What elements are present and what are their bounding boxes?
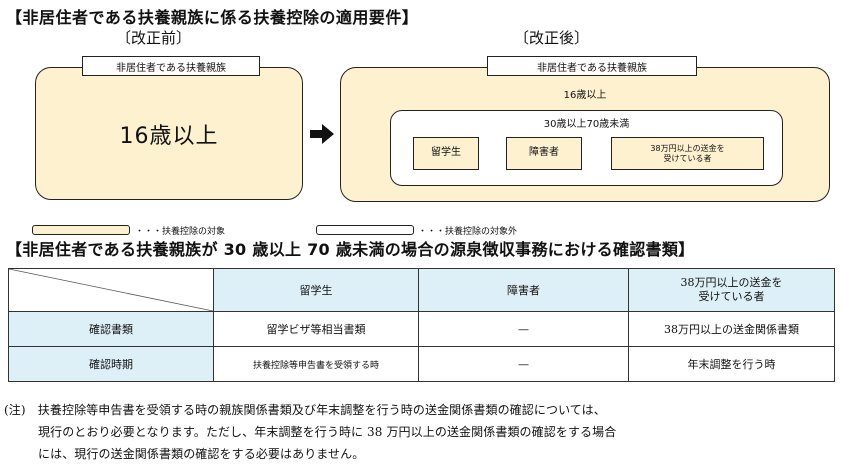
table-corner-cell (8, 268, 214, 312)
before-age: 16歳以上 (119, 124, 219, 149)
table-cell: 38万円以上の送金関係書類 (628, 311, 835, 347)
before-label: 〔改正前〕 (116, 29, 192, 47)
note-line-3: には、現行の送金関係書類の確認をする必要はありません。 (38, 447, 365, 461)
table-row: 確認書類 留学ビザ等相当書類 — 38万円以上の送金関係書類 (8, 311, 835, 347)
category-student: 留学生 (413, 137, 479, 170)
category-disabled: 障害者 (506, 137, 582, 170)
legend-not-covered-swatch (316, 225, 414, 235)
legend-not-covered-label: ・・・扶養控除の対象外 (418, 227, 518, 237)
table-row: 確認時期 扶養控除等申告書を受領する時 — 年末調整を行う時 (8, 346, 835, 382)
table-cell: — (418, 346, 629, 382)
note-line-2: 現行のとおり必要となります。ただし、年末調整を行う時に 38 万円以上の送金関係… (38, 425, 617, 439)
right-arrow-icon (310, 124, 334, 144)
requirements-table: 留学生 障害者 38万円以上の送金を 受けている者 確認書類 留学ビザ等相当書類… (8, 268, 835, 382)
table-cell: 年末調整を行う時 (628, 346, 835, 382)
table-header-row: 留学生 障害者 38万円以上の送金を 受けている者 (8, 268, 835, 312)
after-label: 〔改正後〕 (514, 29, 590, 47)
before-panel (35, 67, 303, 200)
table-cell: 扶養控除等申告書を受領する時 (213, 346, 419, 382)
header-remittance: 38万円以上の送金を 受けている者 (628, 268, 835, 312)
table-cell: 留学ビザ等相当書類 (213, 311, 419, 347)
note-line-1: (注) 扶養控除等申告書を受領する時の親族関係書類及び年末調整を行う時の送金関係… (4, 403, 606, 417)
header-disabled: 障害者 (418, 268, 629, 312)
diagonal-line (9, 269, 213, 311)
header-student: 留学生 (213, 268, 419, 312)
table-cell: — (418, 311, 629, 347)
legend-covered-swatch (32, 225, 130, 235)
row-label: 確認書類 (8, 311, 214, 347)
row-label: 確認時期 (8, 346, 214, 382)
after-age: 16歳以上 (563, 90, 607, 101)
category-remittance: 38万円以上の送金を 受けている者 (611, 137, 764, 170)
after-tag: 非居住者である扶養親族 (487, 56, 697, 76)
before-tag: 非居住者である扶養親族 (82, 56, 260, 76)
inner-age-label: 30歳以上70歳未満 (543, 119, 630, 130)
table-title: 【非居住者である扶養親族が 30 歳以上 70 歳未満の場合の源泉徴収事務におけ… (6, 240, 695, 259)
legend-covered-label: ・・・扶養控除の対象 (135, 227, 226, 237)
page-title: 【非居住者である扶養親族に係る扶養控除の適用要件】 (6, 8, 419, 27)
